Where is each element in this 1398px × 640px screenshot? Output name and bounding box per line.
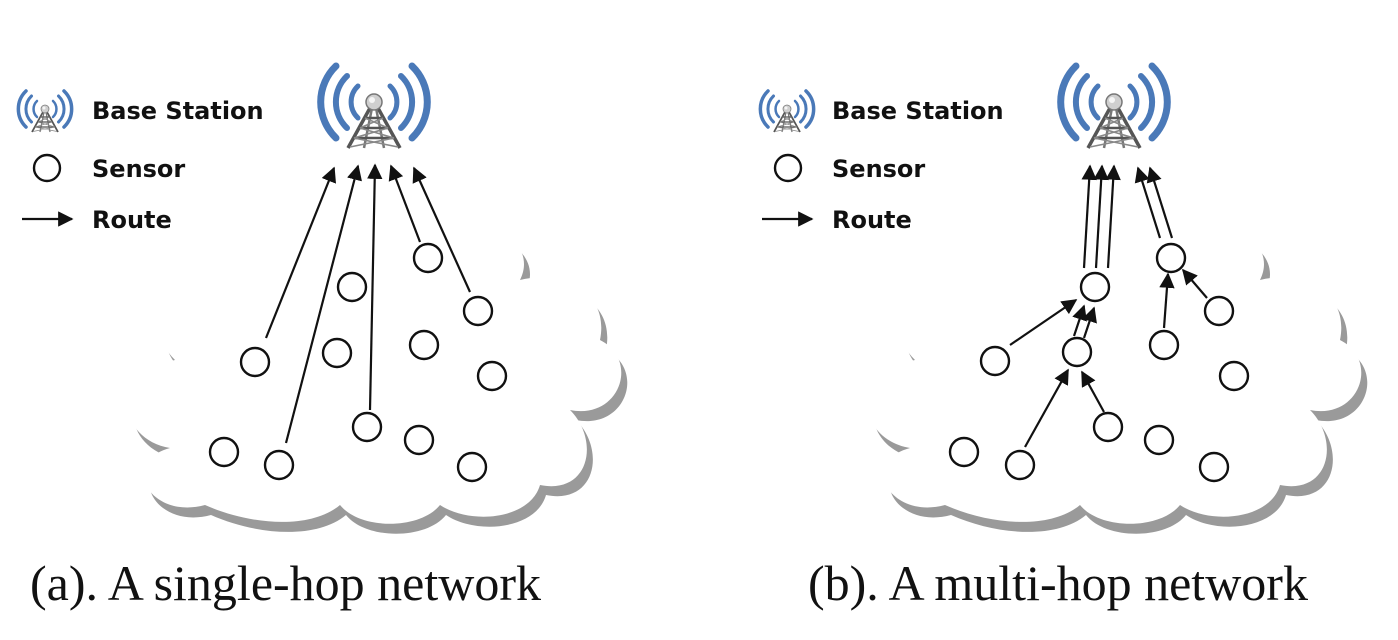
panel-caption: (b). A multi-hop network bbox=[808, 555, 1308, 611]
legend-sensor-label: Sensor bbox=[92, 155, 185, 183]
legend-route-label: Route bbox=[832, 206, 912, 234]
sensor-legend-icon bbox=[32, 153, 62, 183]
panel-multi-hop: Base Station Sensor Route bbox=[758, 66, 1368, 611]
routes bbox=[1009, 164, 1208, 448]
sensor-node bbox=[336, 271, 368, 303]
legend-base-station-label: Base Station bbox=[92, 97, 264, 125]
legend: Base Station Sensor Route bbox=[758, 89, 1004, 234]
sensor-node bbox=[1218, 360, 1250, 392]
sensor-node bbox=[462, 295, 494, 327]
sensor-node bbox=[208, 436, 240, 468]
base-station-legend-icon bbox=[16, 89, 74, 134]
sensor-node bbox=[1155, 242, 1187, 274]
base-station-icon bbox=[321, 66, 428, 148]
sensor-node bbox=[948, 436, 980, 468]
sensor-node bbox=[1061, 336, 1093, 368]
panel-single-hop: Base Station Sensor Route bbox=[16, 66, 628, 611]
routes bbox=[264, 163, 472, 444]
sensor-node bbox=[476, 360, 508, 392]
legend-sensor-label: Sensor bbox=[832, 155, 925, 183]
sensor-field-cloud bbox=[127, 226, 628, 534]
sensor-node bbox=[403, 424, 435, 456]
sensor-node bbox=[456, 451, 488, 483]
panel-caption: (a). A single-hop network bbox=[30, 555, 541, 611]
sensor-field-cloud bbox=[867, 226, 1368, 534]
sensor-node bbox=[1203, 295, 1235, 327]
sensors bbox=[208, 242, 508, 483]
sensor-node bbox=[1198, 451, 1230, 483]
sensor-node bbox=[1148, 329, 1180, 361]
legend: Base Station Sensor Route bbox=[16, 89, 264, 234]
sensor-node bbox=[408, 329, 440, 361]
sensors bbox=[948, 242, 1250, 483]
base-station-legend-icon bbox=[758, 89, 816, 134]
legend-base-station-label: Base Station bbox=[832, 97, 1004, 125]
sensor-node bbox=[1092, 411, 1124, 443]
sensor-node bbox=[412, 242, 444, 274]
sensor-node bbox=[239, 346, 271, 378]
sensor-node bbox=[1143, 424, 1175, 456]
sensor-node bbox=[1079, 271, 1111, 303]
sensor-node bbox=[351, 411, 383, 443]
sensor-node bbox=[321, 337, 353, 369]
sensor-node bbox=[1004, 449, 1036, 481]
legend-route-label: Route bbox=[92, 206, 172, 234]
sensor-node bbox=[263, 449, 295, 481]
base-station-icon bbox=[1061, 66, 1168, 148]
sensor-node bbox=[979, 345, 1011, 377]
sensor-legend-icon bbox=[773, 153, 803, 183]
